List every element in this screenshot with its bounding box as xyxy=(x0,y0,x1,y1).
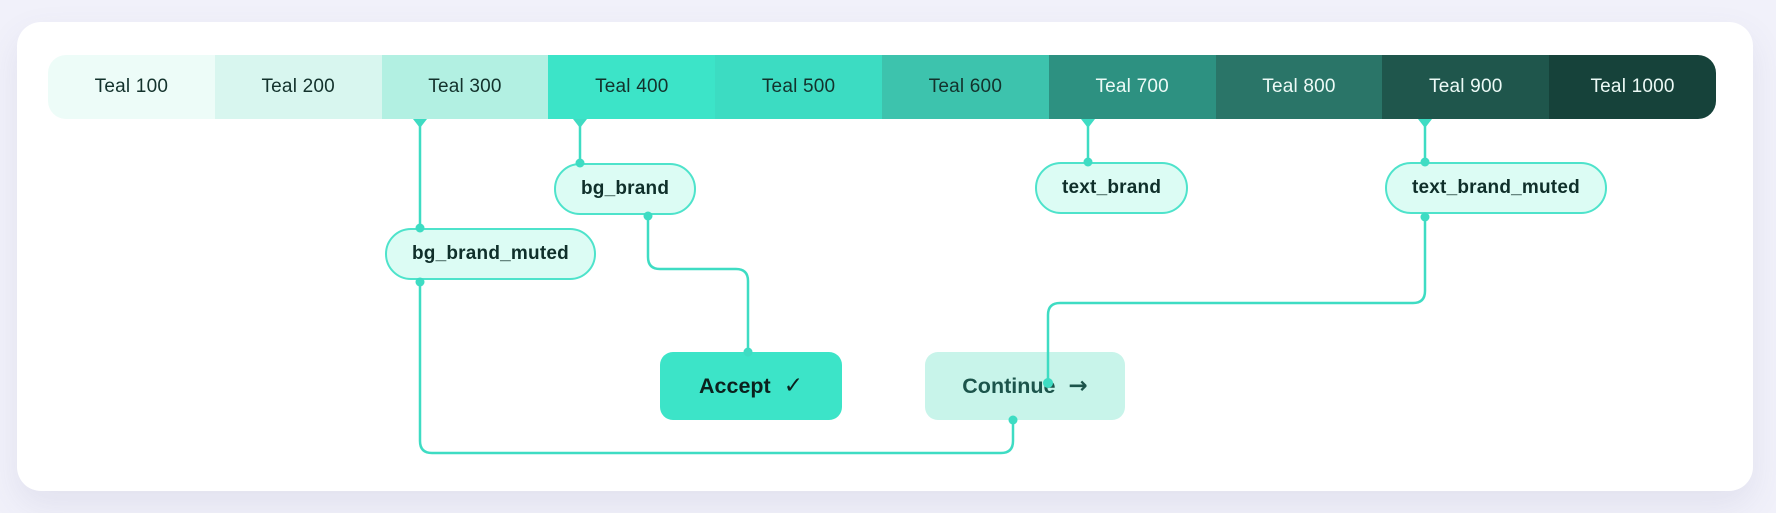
token-pill-bg-brand: bg_brand xyxy=(554,163,697,215)
token-pill-text-brand-muted: text_brand_muted xyxy=(1385,162,1607,214)
swatch-label: Teal 700 xyxy=(1095,76,1169,97)
accept-button[interactable]: Accept ✓ xyxy=(660,352,842,420)
swatch-teal-700[interactable]: Teal 700 xyxy=(1048,55,1216,119)
token-pill-label: text_brand_muted xyxy=(1412,177,1580,198)
swatch-teal-900[interactable]: Teal 900 xyxy=(1382,55,1550,119)
swatch-label: Teal 800 xyxy=(1262,76,1336,97)
swatch-teal-600[interactable]: Teal 600 xyxy=(881,55,1049,119)
token-pill-bg-brand-muted: bg_brand_muted xyxy=(385,228,596,280)
swatch-teal-200[interactable]: Teal 200 xyxy=(214,55,382,119)
accept-button-label: Accept xyxy=(699,373,771,398)
token-pill-label: bg_brand xyxy=(581,178,670,199)
token-pill-label: text_brand xyxy=(1062,177,1162,198)
swatch-label: Teal 100 xyxy=(94,76,169,97)
swatch-label: Teal 900 xyxy=(1429,76,1503,97)
teal-palette-bar: Teal 100 Teal 200 Teal 300 Teal 400 Teal… xyxy=(48,55,1716,119)
swatch-label: Teal 1000 xyxy=(1590,76,1675,97)
swatch-teal-500[interactable]: Teal 500 xyxy=(715,55,882,119)
check-icon: ✓ xyxy=(783,372,803,399)
swatch-teal-300[interactable]: Teal 300 xyxy=(381,55,549,119)
swatch-label: Teal 300 xyxy=(428,76,502,97)
continue-button-label: Continue xyxy=(962,373,1056,398)
token-pill-text-brand: text_brand xyxy=(1035,162,1189,214)
swatch-label: Teal 200 xyxy=(261,76,335,97)
continue-button[interactable]: Continue → xyxy=(925,352,1125,420)
swatch-teal-1000[interactable]: Teal 1000 xyxy=(1549,55,1716,119)
swatch-teal-400[interactable]: Teal 400 xyxy=(548,55,716,119)
swatch-teal-800[interactable]: Teal 800 xyxy=(1215,55,1383,119)
swatch-label: Teal 500 xyxy=(761,76,836,97)
token-pill-label: bg_brand_muted xyxy=(412,243,569,264)
arrow-right-icon: → xyxy=(1068,372,1088,399)
swatch-teal-100[interactable]: Teal 100 xyxy=(48,55,215,119)
swatch-label: Teal 600 xyxy=(928,76,1003,97)
swatch-label: Teal 400 xyxy=(595,76,669,97)
